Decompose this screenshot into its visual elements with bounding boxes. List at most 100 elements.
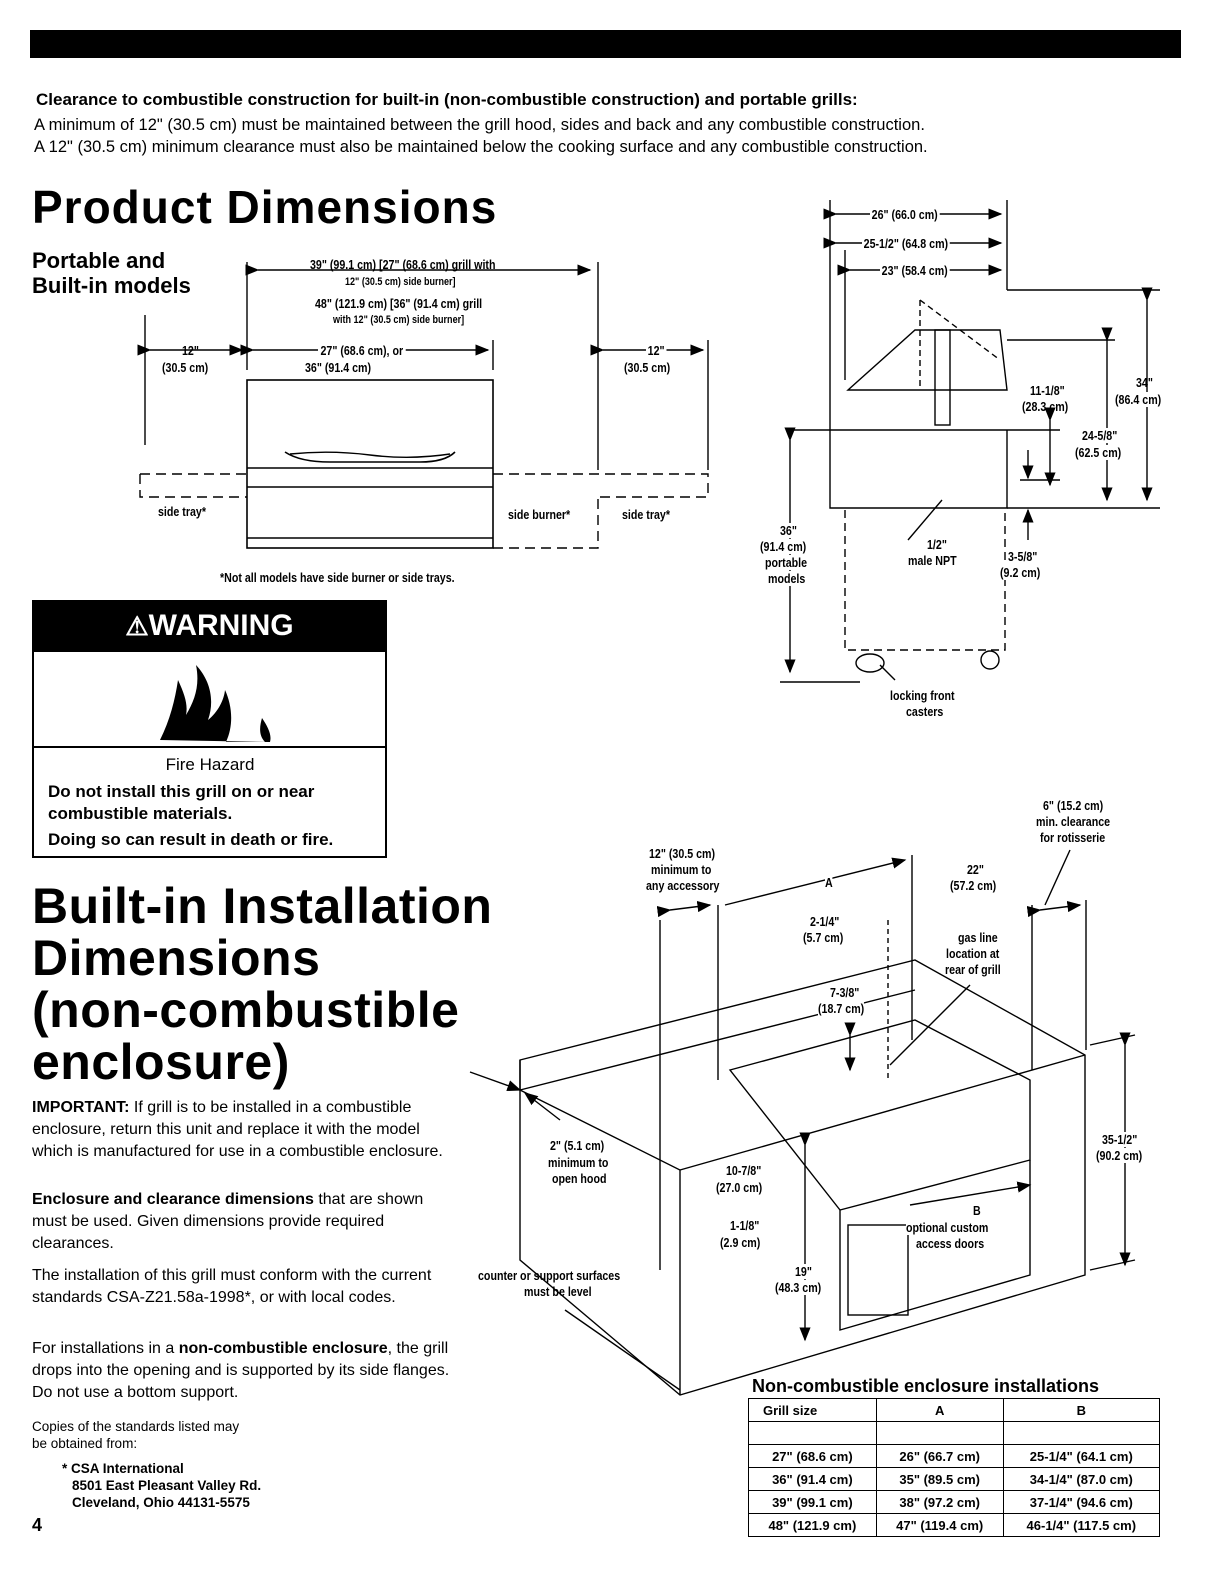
- cell-b: 46-1/4" (117.5 cm): [1002, 1513, 1161, 1537]
- label-side-tray-right: side tray*: [622, 507, 671, 522]
- enc-2-1-4: 2-1/4": [810, 914, 840, 929]
- warning-line-1: Do not install this grill on or near: [48, 782, 315, 801]
- dim-3-5-8: 3-5/8": [1008, 549, 1038, 564]
- dim-12-left: 12": [182, 343, 199, 358]
- header-b: B: [1002, 1398, 1161, 1422]
- dim-48-sub: with 12" (30.5 cm) side burner]: [333, 314, 465, 326]
- dim-11-cm: (28.3 cm): [1022, 399, 1069, 414]
- cell-grill: 36" (91.4 cm): [748, 1467, 877, 1491]
- builtin-title-2: Dimensions: [32, 930, 321, 986]
- enc-gas-2: location at: [946, 946, 1000, 961]
- dim-25: 25-1/2" (64.8 cm): [862, 236, 950, 251]
- enc-2-1-4-cm: (5.7 cm): [803, 930, 844, 945]
- cell-a: 26" (66.7 cm): [875, 1444, 1004, 1468]
- warning-triangle-icon: ⚠: [125, 611, 149, 641]
- cell-b: 37-1/4" (94.6 cm): [1002, 1490, 1161, 1514]
- warning-hazard: Fire Hazard: [165, 755, 255, 774]
- dim-24: 24-5/8": [1082, 428, 1118, 443]
- table-title: Non-combustible enclosure installations: [752, 1376, 1100, 1396]
- enc-7-3-8: 7-3/8": [830, 985, 860, 1000]
- enc-35-1-2: 35-1/2": [1102, 1132, 1138, 1147]
- table-row: 27" (68.6 cm) 26" (66.7 cm) 25-1/4" (64.…: [748, 1444, 1161, 1468]
- cell-a: 38" (97.2 cm): [875, 1490, 1004, 1514]
- builtin-title-3: (non-combustible: [32, 982, 460, 1038]
- dim-48: 48" (121.9 cm) [36" (91.4 cm) grill: [315, 296, 483, 311]
- header-grill-size: Grill size: [748, 1398, 877, 1422]
- dim-39: 39" (99.1 cm) [27" (68.6 cm) grill with: [310, 257, 496, 272]
- product-subtitle-line1: Portable and: [32, 248, 166, 273]
- dim-36-models-label: models: [768, 571, 806, 586]
- enclosure-label: Enclosure and clearance dimensions: [32, 1191, 314, 1208]
- warning-header: ⚠WARNING: [32, 600, 387, 652]
- copies-line-1: Copies of the standards listed may: [32, 1419, 240, 1434]
- label-npt-male: male NPT: [908, 553, 957, 568]
- csa-city: Cleveland, Ohio 44131-5575: [72, 1495, 250, 1510]
- cell-b: 34-1/4" (87.0 cm): [1002, 1467, 1161, 1491]
- enc-accessory-1: 12" (30.5 cm): [649, 846, 716, 861]
- builtin-title: Built-in Installation Dimensions (non-co…: [32, 880, 492, 1088]
- enc-doors-2: access doors: [916, 1236, 985, 1251]
- enc-22-cm: (57.2 cm): [950, 878, 997, 893]
- dim-34-cm: (86.4 cm): [1115, 392, 1162, 407]
- enc-gas-1: gas line: [958, 930, 998, 945]
- footnote: *Not all models have side burner or side…: [220, 570, 455, 585]
- dim-12-right: 12": [646, 343, 667, 358]
- cell-a: 35" (89.5 cm): [875, 1467, 1004, 1491]
- enc-label-a: A: [825, 875, 833, 890]
- dim-24-cm: (62.5 cm): [1075, 445, 1122, 460]
- enclosure-text: that are shown must be used. Given dimen…: [32, 1191, 424, 1252]
- cell-b: 25-1/4" (64.1 cm): [1002, 1444, 1161, 1468]
- cell-grill: 27" (68.6 cm): [748, 1444, 877, 1468]
- enc-label-b: B: [973, 1203, 981, 1218]
- page-number: 4: [32, 1515, 43, 1535]
- enc-1-1-8-cm: (2.9 cm): [720, 1235, 761, 1250]
- enc-hood-2: minimum to: [548, 1155, 609, 1170]
- top-bar: [30, 30, 1181, 58]
- important-label: IMPORTANT:: [32, 1099, 130, 1116]
- enc-rotisserie-1: 6" (15.2 cm): [1043, 798, 1104, 813]
- product-dimensions-title: Product Dimensions: [32, 181, 498, 233]
- enc-19-cm: (48.3 cm): [775, 1280, 822, 1295]
- enc-35-1-2-cm: (90.2 cm): [1096, 1148, 1143, 1163]
- clearance-title: Clearance to combustible construction fo…: [36, 90, 858, 109]
- header-a: A: [875, 1398, 1004, 1422]
- enc-level-1: counter or support surfaces: [478, 1268, 621, 1283]
- warning-line-3: Doing so can result in death or fire.: [48, 830, 334, 849]
- label-npt: 1/2": [927, 537, 947, 552]
- dim-12-right-cm: (30.5 cm): [624, 360, 671, 375]
- enc-level-2: must be level: [524, 1284, 592, 1299]
- label-side-tray-left: side tray*: [158, 504, 207, 519]
- csa-address: * CSA International 8501 East Pleasant V…: [62, 1460, 261, 1511]
- enc-gas-3: rear of grill: [945, 962, 1001, 977]
- cell-grill: 39" (99.1 cm): [748, 1490, 877, 1514]
- cell-grill: 48" (121.9 cm): [748, 1513, 877, 1537]
- enc-19: 19": [795, 1264, 812, 1279]
- table-spacer: [748, 1421, 1161, 1445]
- table-row: 39" (99.1 cm) 38" (97.2 cm) 37-1/4" (94.…: [748, 1490, 1161, 1514]
- enc-22: 22": [967, 862, 984, 877]
- label-casters: locking front: [890, 688, 955, 703]
- csa-street: 8501 East Pleasant Valley Rd.: [72, 1478, 262, 1493]
- enc-accessory-2: minimum to: [651, 862, 712, 877]
- builtin-title-4: enclosure): [32, 1034, 290, 1090]
- clearance-line-2: A 12" (30.5 cm) minimum clearance must a…: [34, 138, 928, 156]
- dim-27: 27" (68.6 cm), or: [318, 343, 406, 358]
- dim-36-portable: 36": [780, 523, 797, 538]
- noncomb-paragraph: For installations in a non-combustible e…: [32, 1338, 457, 1404]
- dim-36-portable-label: portable: [765, 555, 808, 570]
- noncomb-text: , the grill drops into the opening and i…: [32, 1340, 450, 1401]
- enclosure-table: Grill size A B 27" (68.6 cm) 26" (66.7 c…: [748, 1398, 1161, 1537]
- enc-rotisserie-3: for rotisserie: [1040, 830, 1106, 845]
- product-subtitle-line2: Built-in models: [32, 273, 191, 298]
- table-row: 48" (121.9 cm) 47" (119.4 cm) 46-1/4" (1…: [748, 1513, 1161, 1537]
- table-row: 36" (91.4 cm) 35" (89.5 cm) 34-1/4" (87.…: [748, 1467, 1161, 1491]
- noncomb-label: non-combustible enclosure: [178, 1340, 388, 1357]
- install-paragraph: The installation of this grill must conf…: [32, 1267, 432, 1306]
- enc-rotisserie-2: min. clearance: [1036, 814, 1111, 829]
- important-text: If grill is to be installed in a combust…: [32, 1099, 443, 1160]
- enc-doors-1: optional custom: [906, 1220, 989, 1235]
- builtin-title-1: Built-in Installation: [32, 878, 493, 934]
- important-paragraph: IMPORTANT: If grill is to be installed i…: [32, 1097, 457, 1163]
- enc-hood-3: open hood: [552, 1171, 607, 1186]
